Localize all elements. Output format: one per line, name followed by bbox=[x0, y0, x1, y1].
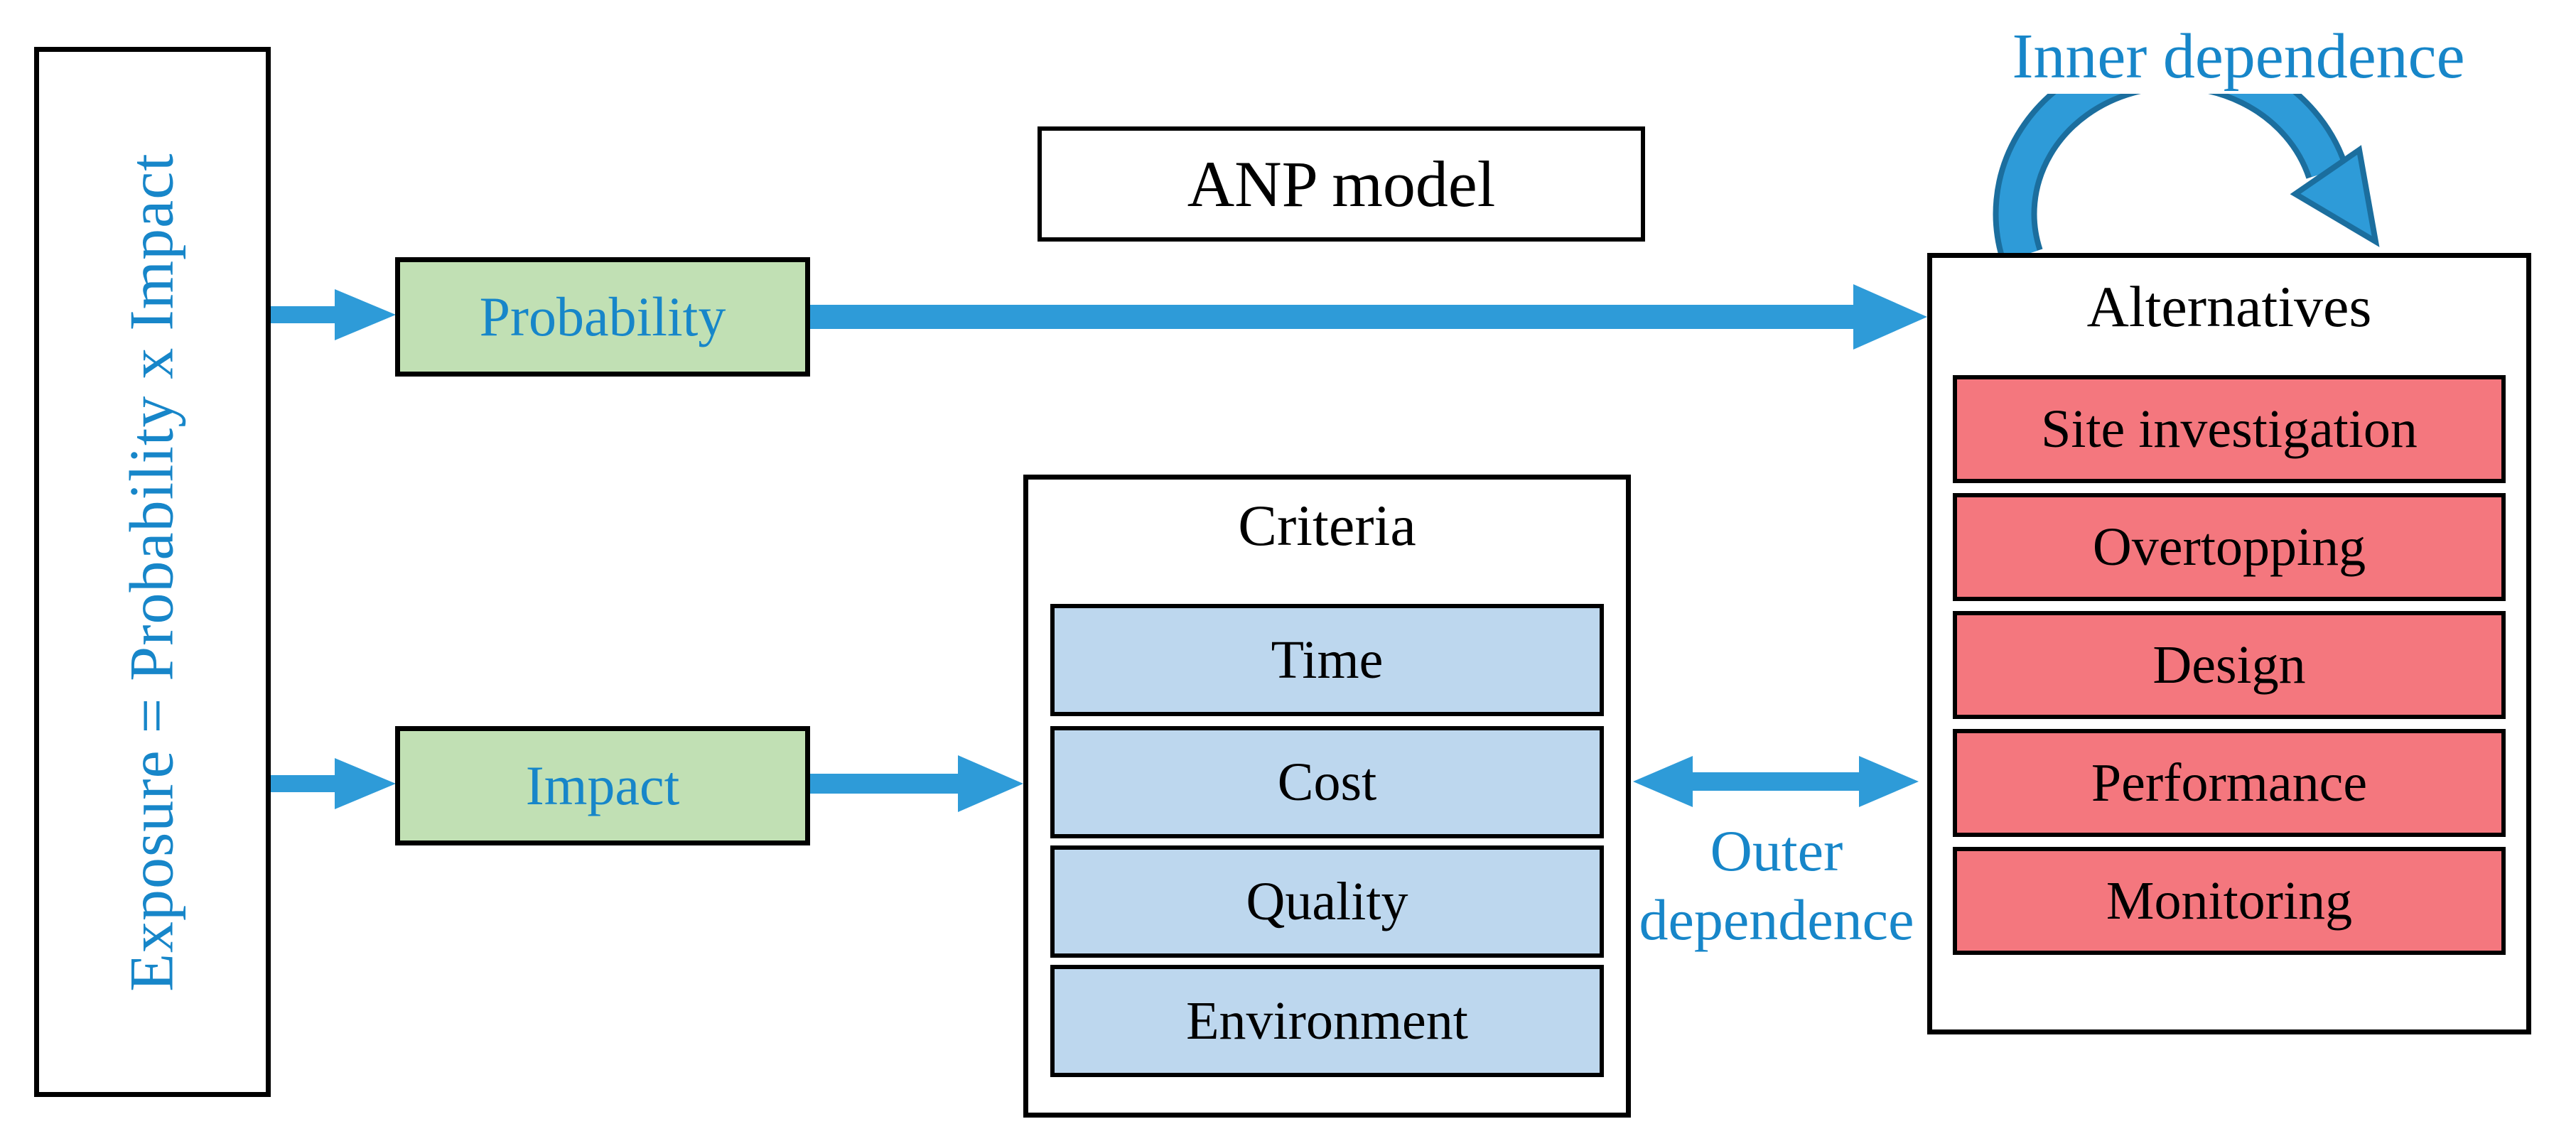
exposure-box: Exposure = Probability x Impact bbox=[34, 47, 271, 1097]
arrow-shaft bbox=[810, 774, 958, 794]
arrow-head-icon bbox=[335, 289, 396, 340]
arrow-head-icon bbox=[1633, 756, 1693, 807]
arrow-shaft bbox=[1693, 772, 1859, 791]
arrow-head-icon bbox=[958, 755, 1023, 812]
arrow-head-icon bbox=[335, 758, 396, 809]
criteria-title: Criteria bbox=[1238, 493, 1416, 558]
criteria-item-quality: Quality bbox=[1050, 845, 1604, 958]
anp-model-label: ANP model bbox=[1187, 148, 1496, 220]
alternatives-title: Alternatives bbox=[2086, 274, 2372, 339]
arrow-shaft bbox=[810, 305, 1853, 329]
arrow-shaft bbox=[271, 306, 335, 323]
criteria-item-cost: Cost bbox=[1050, 726, 1604, 838]
probability-label: Probability bbox=[479, 286, 726, 347]
impact-box: Impact bbox=[395, 726, 810, 845]
arrow-outer-dependence bbox=[1633, 756, 1919, 807]
arrow-head-icon bbox=[1853, 284, 1927, 350]
inner-dependence-label: Inner dependence bbox=[2012, 21, 2465, 92]
criteria-item-time: Time bbox=[1050, 604, 1604, 716]
alternative-item-overtopping: Overtopping bbox=[1953, 493, 2506, 601]
probability-box: Probability bbox=[395, 257, 810, 377]
arrow-shaft bbox=[271, 775, 335, 792]
arrow-head-icon bbox=[1859, 756, 1919, 807]
outer-dependence-label: Outer dependence bbox=[1639, 818, 1914, 952]
criteria-item-environment: Environment bbox=[1050, 965, 1604, 1077]
arrow-exposure-to-impact bbox=[271, 758, 396, 809]
alternative-item-site-investigation: Site investigation bbox=[1953, 375, 2506, 483]
arrow-exposure-to-probability bbox=[271, 289, 396, 340]
arrow-probability-to-alternatives bbox=[810, 284, 1927, 350]
impact-label: Impact bbox=[525, 755, 680, 816]
alternative-item-performance: Performance bbox=[1953, 729, 2506, 837]
arrow-impact-to-criteria bbox=[810, 755, 1023, 812]
anp-model-box: ANP model bbox=[1038, 126, 1645, 242]
alternative-item-monitoring: Monitoring bbox=[1953, 847, 2506, 955]
inner-dependence-arc-icon bbox=[1993, 94, 2380, 259]
exposure-formula-label: Exposure = Probability x Impact bbox=[118, 152, 188, 992]
alternative-item-design: Design bbox=[1953, 611, 2506, 719]
